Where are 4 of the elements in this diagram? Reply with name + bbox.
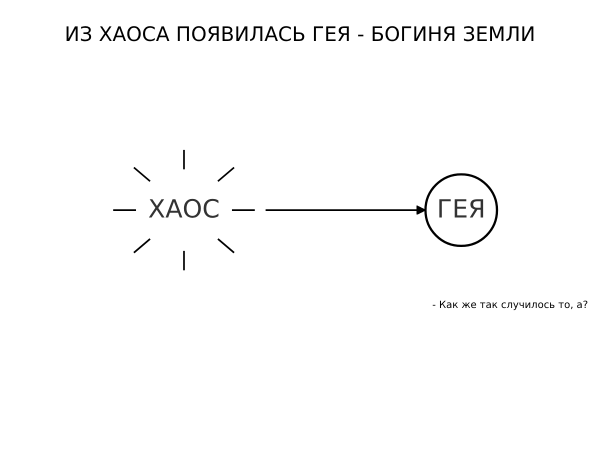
diagram-title: ИЗ ХАОСА ПОЯВИЛАСЬ ГЕЯ - БОГИНЯ ЗЕМЛИ xyxy=(64,22,536,46)
node-circle xyxy=(424,173,498,247)
note-text: - Как же так случилось то, а? xyxy=(432,300,588,311)
arrow xyxy=(266,204,426,216)
